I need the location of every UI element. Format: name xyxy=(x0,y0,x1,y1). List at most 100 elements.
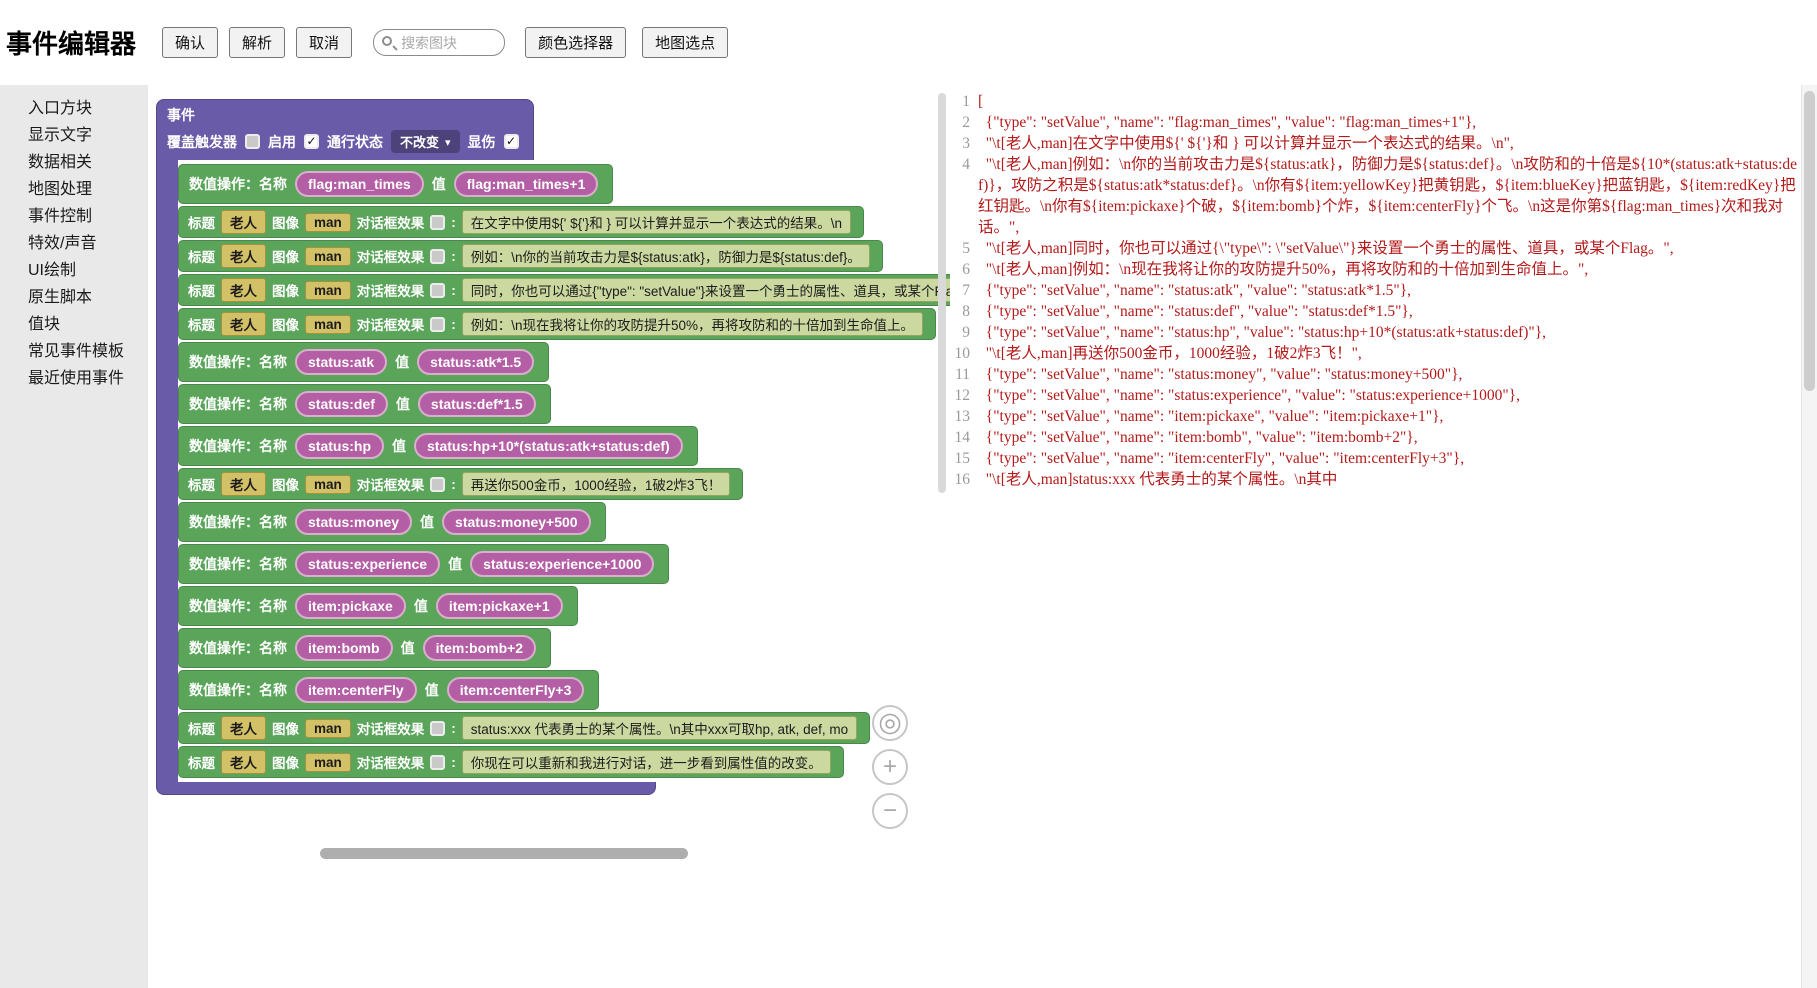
map-select-button[interactable]: 地图选点 xyxy=(642,27,729,58)
name-field[interactable]: item:bomb xyxy=(295,635,393,661)
dialog-image-field[interactable]: man xyxy=(305,752,351,772)
search-box xyxy=(373,29,506,56)
name-field[interactable]: status:money xyxy=(295,509,413,535)
name-field[interactable]: item:pickaxe xyxy=(295,593,406,619)
sidebar-item[interactable]: 最近使用事件 xyxy=(28,370,125,387)
dialog-text-field[interactable]: 你现在可以重新和我进行对话，进一步看到属性值的改变。 xyxy=(461,750,831,774)
value-field[interactable]: item:pickaxe+1 xyxy=(435,593,563,619)
sidebar-item[interactable]: 值块 xyxy=(28,316,61,333)
setvalue-name-label: 数值操作：名称 xyxy=(189,514,287,530)
setvalue-block[interactable]: 数值操作：名称 status:def 值 status:def*1.5 xyxy=(178,384,551,424)
dialog-effect-checkbox[interactable] xyxy=(430,282,446,298)
setvalue-value-label: 值 xyxy=(424,682,439,698)
name-field[interactable]: item:centerFly xyxy=(295,677,417,703)
dialog-title-field[interactable]: 老人 xyxy=(221,472,266,496)
line-text: "\t[老人,man]在文字中使用${' ${'}和 } 可以计算并显示一个表达… xyxy=(978,135,1514,152)
sidebar-item[interactable]: 显示文字 xyxy=(28,127,93,144)
value-field[interactable]: status:atk*1.5 xyxy=(417,349,535,375)
name-field[interactable]: status:atk xyxy=(295,349,388,375)
value-field[interactable]: status:hp+10*(status:atk+status:def) xyxy=(414,433,683,459)
dialog-block[interactable]: 标题 老人 图像 man 对话框效果 : 例如：\n现在我将让你的攻防提升50%… xyxy=(178,308,937,340)
sidebar-item[interactable]: 数据相关 xyxy=(28,154,93,171)
color-picker-button[interactable]: 颜色选择器 xyxy=(525,27,627,58)
dialog-effect-checkbox[interactable] xyxy=(430,248,446,264)
sidebar-item[interactable]: 原生脚本 xyxy=(28,289,93,306)
event-block[interactable]: 事件 覆盖触发器 启用 通行状态 不改变 显伤 xyxy=(156,99,950,795)
dialog-image-field[interactable]: man xyxy=(305,314,351,334)
setvalue-block[interactable]: 数值操作：名称 status:hp 值 status:hp+10*(status… xyxy=(178,426,698,466)
setvalue-block[interactable]: 数值操作：名称 item:pickaxe 值 item:pickaxe+1 xyxy=(178,586,578,626)
zoom-in-button[interactable]: + xyxy=(872,749,908,785)
dialog-effect-checkbox[interactable] xyxy=(430,754,446,770)
dialog-text-field[interactable]: 在文字中使用${' ${'}和 } 可以计算并显示一个表达式的结果。\n xyxy=(461,210,851,234)
zoom-reset-button[interactable]: ◎ xyxy=(872,705,908,741)
dialog-text-field[interactable]: 例如：\n你的当前攻击力是${status:atk}，防御力是${status:… xyxy=(461,244,870,268)
value-field[interactable]: flag:man_times+1 xyxy=(453,171,599,197)
dialog-effect-checkbox[interactable] xyxy=(430,476,446,492)
sidebar-item[interactable]: UI绘制 xyxy=(28,262,77,279)
trigger-checkbox[interactable] xyxy=(245,134,260,149)
dialog-title-field[interactable]: 老人 xyxy=(221,750,266,774)
line-number: 7 xyxy=(962,282,970,299)
setvalue-block[interactable]: 数值操作：名称 item:bomb 值 item:bomb+2 xyxy=(178,628,552,668)
dialog-title-field[interactable]: 老人 xyxy=(221,210,266,234)
setvalue-block[interactable]: 数值操作：名称 status:experience 值 status:exper… xyxy=(178,544,670,584)
category-sidebar: 入口方块 显示文字 数据相关 地图处理 事件控制 特效/声音 UI绘制 原生脚本… xyxy=(0,85,148,988)
value-field[interactable]: status:experience+1000 xyxy=(470,551,655,577)
dialog-image-field[interactable]: man xyxy=(305,474,351,494)
dialog-text-field[interactable]: 再送你500金币，1000经验，1破2炸3飞！ xyxy=(461,472,731,496)
name-field[interactable]: status:experience xyxy=(295,551,441,577)
zoom-out-button[interactable]: − xyxy=(872,793,908,829)
setvalue-block[interactable]: 数值操作：名称 status:money 值 status:money+500 xyxy=(178,502,606,542)
value-field[interactable]: status:money+500 xyxy=(442,509,591,535)
dialog-text-field[interactable]: status:xxx 代表勇士的某个属性。\n其中xxx可取hp, atk, d… xyxy=(461,716,858,740)
event-block-header[interactable]: 事件 覆盖触发器 启用 通行状态 不改变 显伤 xyxy=(156,99,534,160)
dialog-effect-checkbox[interactable] xyxy=(430,214,446,230)
name-field[interactable]: flag:man_times xyxy=(295,171,424,197)
dialog-title-field[interactable]: 老人 xyxy=(221,312,266,336)
block-canvas[interactable]: 事件 覆盖触发器 启用 通行状态 不改变 显伤 xyxy=(148,85,950,865)
sidebar-item[interactable]: 地图处理 xyxy=(28,181,93,198)
setvalue-block[interactable]: 数值操作：名称 status:atk 值 status:atk*1.5 xyxy=(178,342,550,382)
damage-checkbox[interactable] xyxy=(503,134,519,149)
search-input[interactable] xyxy=(373,29,506,56)
value-field[interactable]: item:bomb+2 xyxy=(422,635,537,661)
code-editor[interactable]: 1 [ 2 {"type": "setValue", "name": "flag… xyxy=(950,91,1799,988)
dialog-title-field[interactable]: 老人 xyxy=(221,244,266,268)
dialog-block[interactable]: 标题 老人 图像 man 对话框效果 : 在文字中使用${' ${'}和 } 可… xyxy=(178,206,864,238)
dialog-image-field[interactable]: man xyxy=(305,280,351,300)
dialog-block[interactable]: 标题 老人 图像 man 对话框效果 : 同时，你也可以通过{"type": "… xyxy=(178,274,950,306)
dialog-text-field[interactable]: 例如：\n现在我将让你的攻防提升50%，再将攻防和的十倍加到生命值上。 xyxy=(461,312,924,336)
dialog-title-field[interactable]: 老人 xyxy=(221,716,266,740)
name-field[interactable]: status:hp xyxy=(295,433,384,459)
sidebar-item[interactable]: 特效/声音 xyxy=(28,235,97,252)
value-field[interactable]: item:centerFly+3 xyxy=(446,677,585,703)
confirm-button[interactable]: 确认 xyxy=(162,27,219,58)
parse-button[interactable]: 解析 xyxy=(229,27,286,58)
dialog-block[interactable]: 标题 老人 图像 man 对话框效果 : status:xxx 代表勇士的某个属… xyxy=(178,712,871,744)
cancel-button[interactable]: 取消 xyxy=(296,27,353,58)
dialog-image-field[interactable]: man xyxy=(305,718,351,738)
pass-status-dropdown[interactable]: 不改变 xyxy=(391,130,460,153)
name-field[interactable]: status:def xyxy=(295,391,388,417)
dialog-effect-checkbox[interactable] xyxy=(430,720,446,736)
sidebar-item[interactable]: 入口方块 xyxy=(28,100,93,117)
dialog-image-field[interactable]: man xyxy=(305,212,351,232)
line-number: 2 xyxy=(962,114,970,131)
sidebar-item[interactable]: 常见事件模板 xyxy=(28,343,125,360)
dialog-image-field[interactable]: man xyxy=(305,246,351,266)
dialog-block[interactable]: 标题 老人 图像 man 对话框效果 : 你现在可以重新和我进行对话，进一步看到… xyxy=(178,746,844,778)
canvas-vertical-scrollbar[interactable] xyxy=(938,93,946,493)
setvalue-block[interactable]: 数值操作：名称 flag:man_times 值 flag:man_times+… xyxy=(178,164,614,204)
dialog-effect-checkbox[interactable] xyxy=(430,316,446,332)
sidebar-item[interactable]: 事件控制 xyxy=(28,208,93,225)
dialog-text-field[interactable]: 同时，你也可以通过{"type": "setValue"}来设置一个勇士的属性、… xyxy=(461,278,950,302)
value-field[interactable]: status:def*1.5 xyxy=(417,391,536,417)
dialog-block[interactable]: 标题 老人 图像 man 对话框效果 : 再送你500金币，1000经验，1破2… xyxy=(178,468,744,500)
dialog-block[interactable]: 标题 老人 图像 man 对话框效果 : 例如：\n你的当前攻击力是${stat… xyxy=(178,240,883,272)
setvalue-block[interactable]: 数值操作：名称 item:centerFly 值 item:centerFly+… xyxy=(178,670,600,710)
horizontal-scrollbar[interactable] xyxy=(320,848,688,859)
enable-checkbox[interactable] xyxy=(304,134,319,149)
editor-scrollbar-thumb[interactable] xyxy=(1804,91,1815,391)
dialog-title-field[interactable]: 老人 xyxy=(221,278,266,302)
